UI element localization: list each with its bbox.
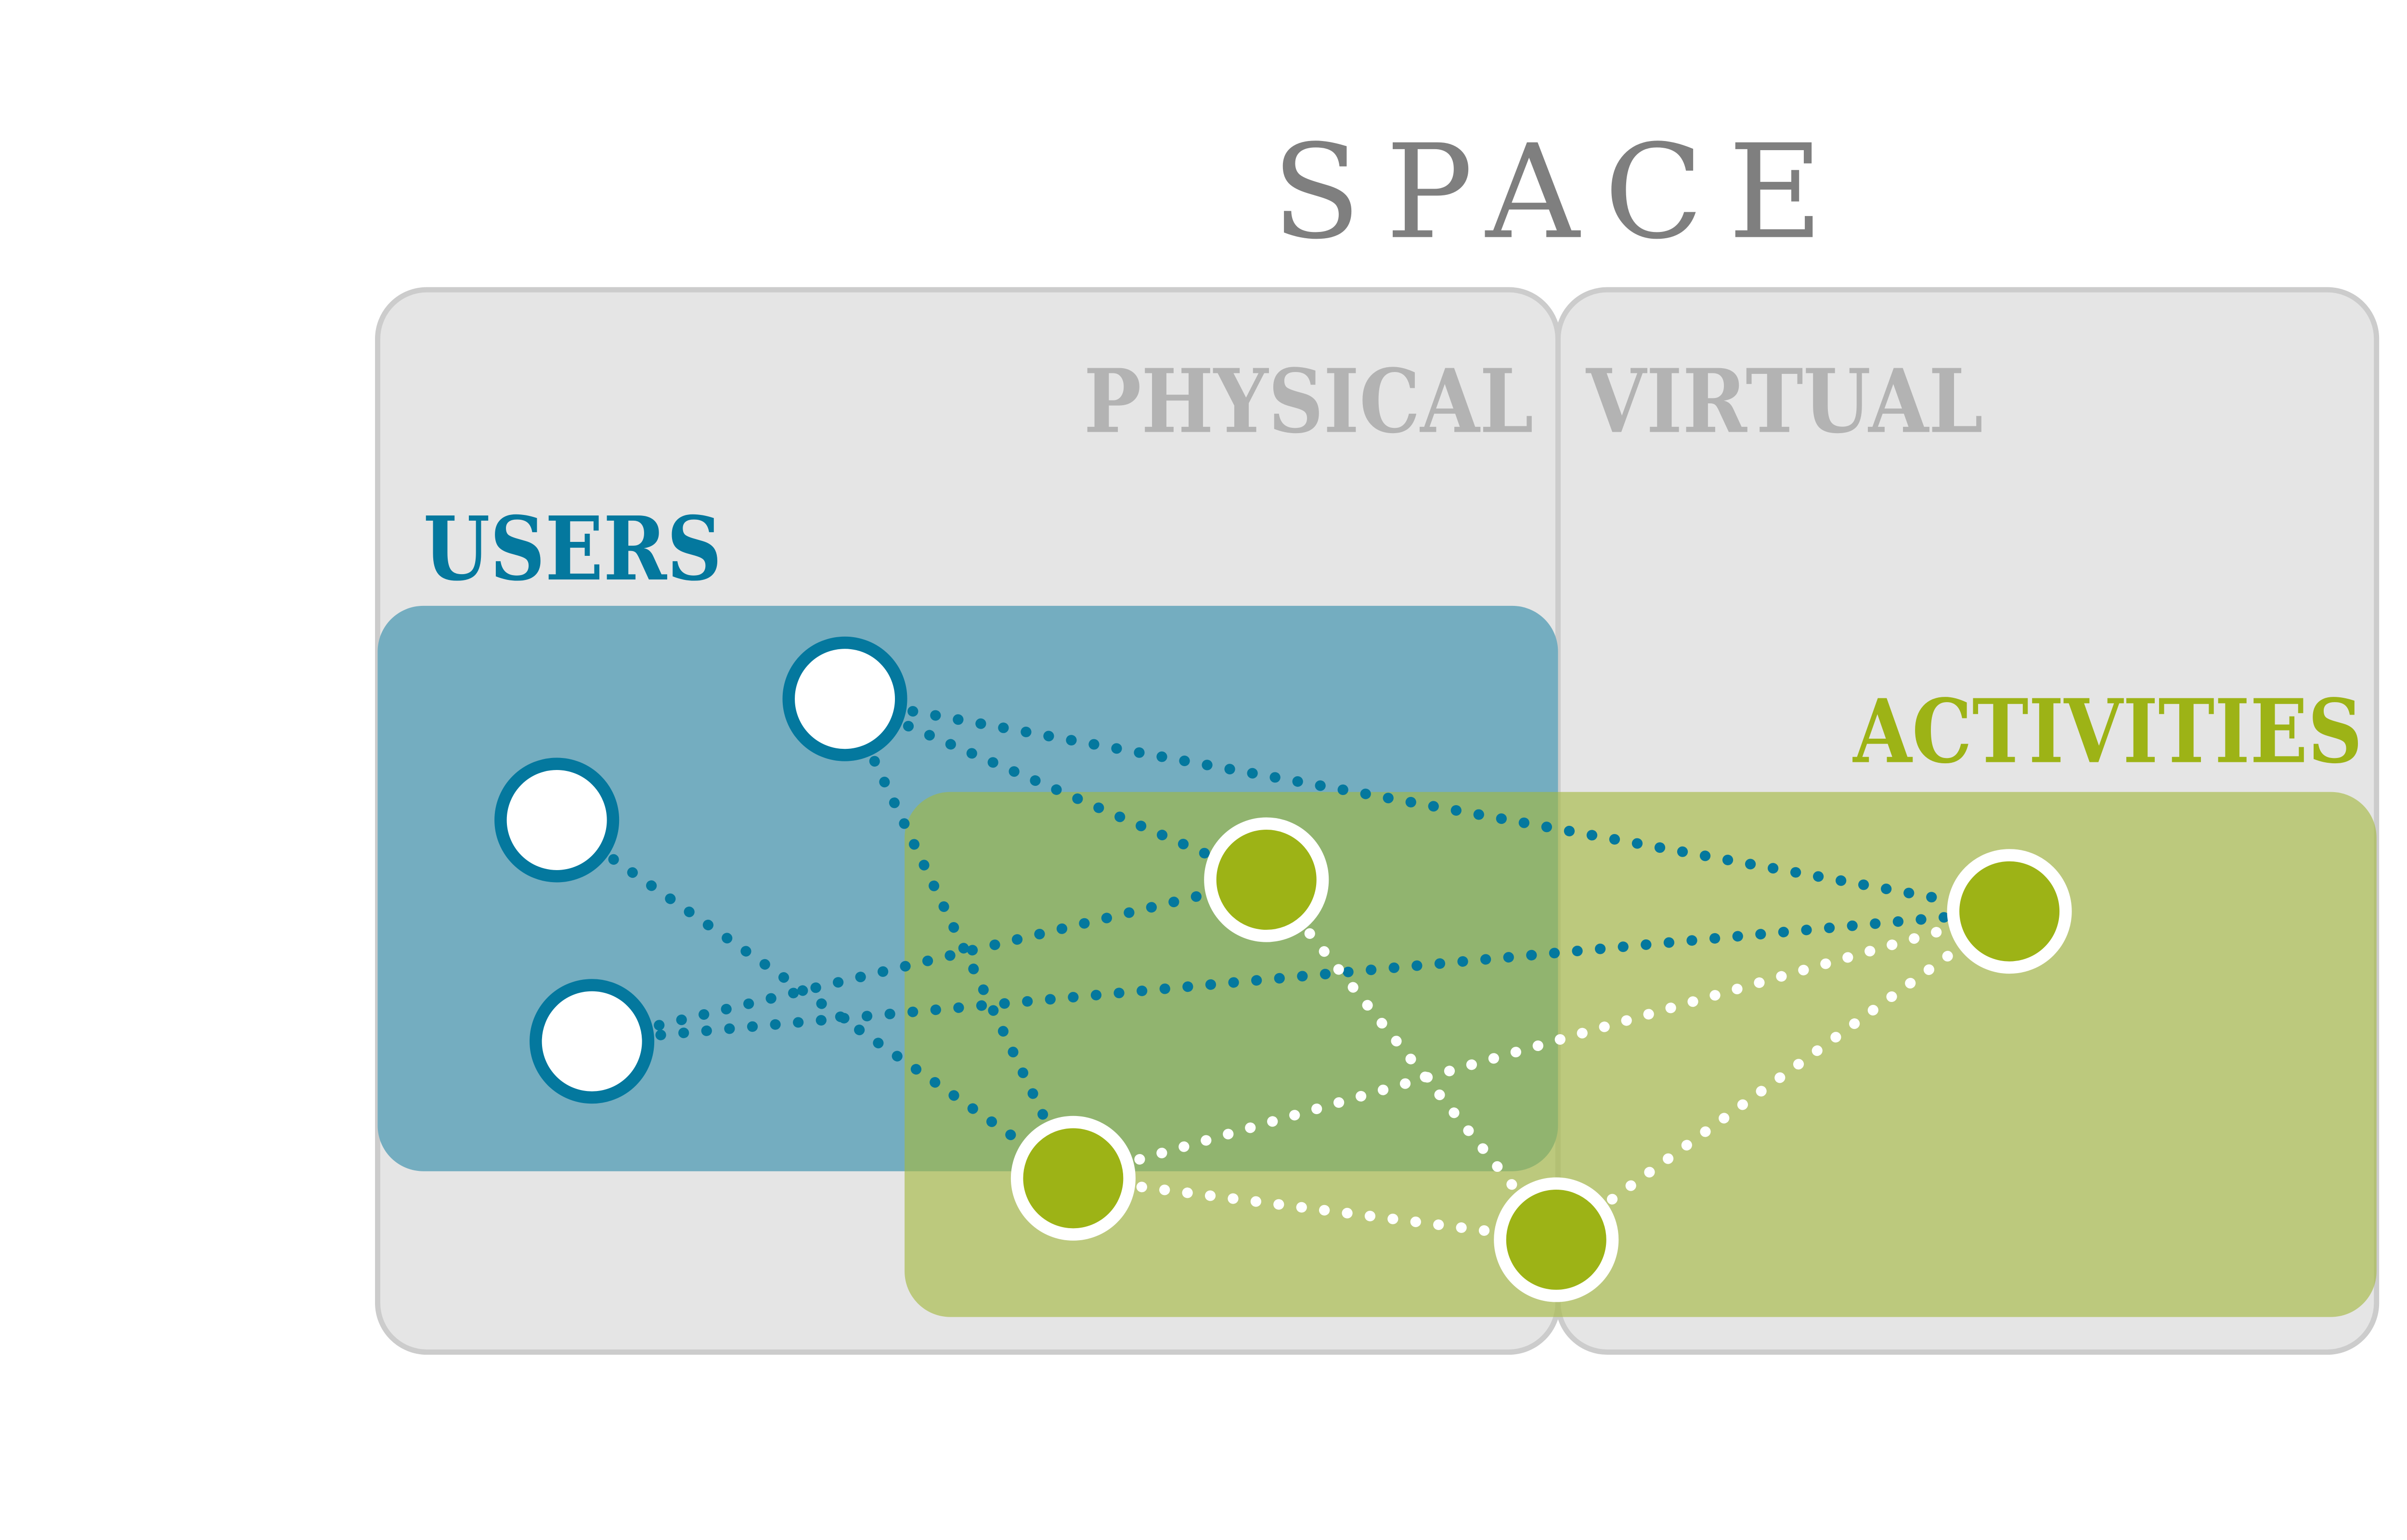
activity-node-a3 (1010, 1116, 1136, 1241)
physical-label: PHYSICAL (1084, 350, 1533, 453)
activity-activity-links (1068, 874, 2015, 1245)
users-label: USERS (423, 498, 722, 601)
link-u1-a3 (840, 693, 1079, 1184)
link-u1-a2 (840, 693, 2015, 917)
activity-node-a2 (1947, 849, 2072, 974)
activity-node-a1 (1204, 817, 1329, 942)
user-node-u3 (530, 979, 655, 1104)
activity-nodes (1010, 817, 2072, 1302)
link-a1-a4 (1261, 874, 1562, 1245)
link-a3-a2 (1068, 906, 2015, 1184)
virtual-label: VIRTUAL (1585, 350, 1983, 453)
link-u1-a1 (840, 693, 1272, 885)
link-u3-a1 (586, 874, 1272, 1047)
diagram-title: SPACE (1272, 116, 1848, 268)
link-u3-a2 (586, 906, 2015, 1047)
user-node-u2 (494, 757, 620, 883)
user-activity-links (551, 693, 2015, 1184)
activities-label: ACTIVITIES (1852, 680, 2363, 783)
link-a4-a2 (1551, 906, 2015, 1245)
user-nodes (494, 636, 907, 1104)
user-node-u1 (782, 636, 907, 761)
activity-node-a4 (1494, 1177, 1619, 1302)
activities-group (905, 792, 2377, 1317)
